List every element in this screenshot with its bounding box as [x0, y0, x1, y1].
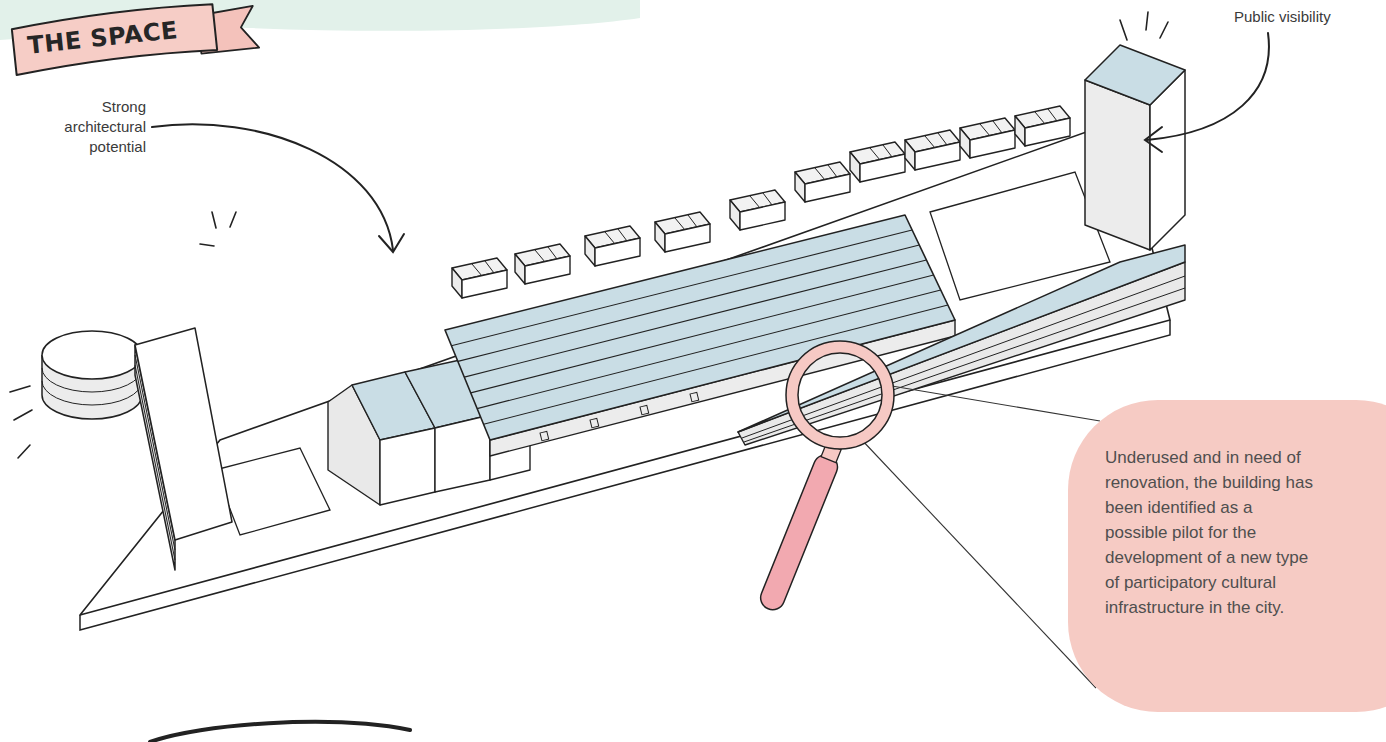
banner-edge: [150, 722, 410, 742]
title-banner: THE SPACE: [2, 0, 268, 86]
sparkle: [14, 410, 32, 420]
arrow-head: [379, 234, 404, 252]
hall-window: [540, 431, 549, 440]
cylinder-layer: [42, 381, 142, 405]
small-building: [850, 142, 905, 182]
annotation-label: Strong architectural potential: [40, 97, 146, 157]
hall-roof: [445, 215, 955, 440]
leader-line: [860, 438, 1096, 688]
sparkle: [1160, 22, 1168, 38]
sparkle: [1146, 12, 1148, 30]
blob-fill: [1068, 400, 1386, 712]
small-building: [730, 190, 785, 230]
magnifier-handle: [757, 451, 841, 613]
leader-line: [886, 385, 1100, 421]
curved-arrow: [1147, 33, 1269, 140]
hall-window: [690, 392, 699, 401]
ribbon-body: [11, 2, 217, 75]
magnifier-ring-edge: [786, 341, 894, 449]
note-text: Underused and in need of renovation, the…: [1105, 445, 1317, 620]
magnifier-ring: [792, 347, 888, 443]
magnifier-icon: [757, 341, 894, 613]
cylinder-top: [42, 331, 142, 379]
roof-rib: [464, 260, 926, 377]
sparkle: [200, 244, 214, 246]
small-building: [452, 258, 507, 298]
small-building: [585, 226, 640, 266]
wedge-top: [738, 245, 1185, 432]
sparkle-marks: [10, 12, 1168, 458]
tower-building: [1085, 45, 1185, 250]
sparkle: [18, 445, 30, 458]
hall-window: [590, 418, 599, 427]
cylinder-building: [42, 331, 142, 419]
sawtooth-face: [380, 428, 435, 505]
tower-face: [1085, 80, 1150, 250]
small-building: [905, 130, 960, 170]
sparkle: [212, 212, 216, 228]
sawtooth-face: [435, 415, 490, 492]
sparkle: [230, 212, 236, 227]
slab-top: [135, 328, 232, 540]
small-building: [960, 118, 1015, 158]
curved-arrow: [152, 124, 393, 250]
arrow-head: [1145, 127, 1162, 152]
roof-rib: [451, 230, 912, 346]
small-building: [515, 244, 570, 284]
annotation-label: Public visibility: [1234, 7, 1379, 27]
sparkle: [1120, 20, 1127, 40]
small-building: [655, 212, 710, 252]
sparkle: [10, 386, 30, 392]
note-blob: Underused and in need of renovation, the…: [1068, 400, 1386, 712]
callout-arrows: [152, 33, 1269, 252]
hall-window: [640, 405, 649, 414]
slab-building: [135, 328, 232, 570]
site-platform: [80, 120, 1170, 615]
magnifier-ring-edge: [798, 353, 882, 437]
small-building: [795, 162, 850, 202]
ribbed-hall: [445, 215, 955, 456]
small-building: [1015, 106, 1070, 146]
tower-top: [1085, 45, 1185, 105]
